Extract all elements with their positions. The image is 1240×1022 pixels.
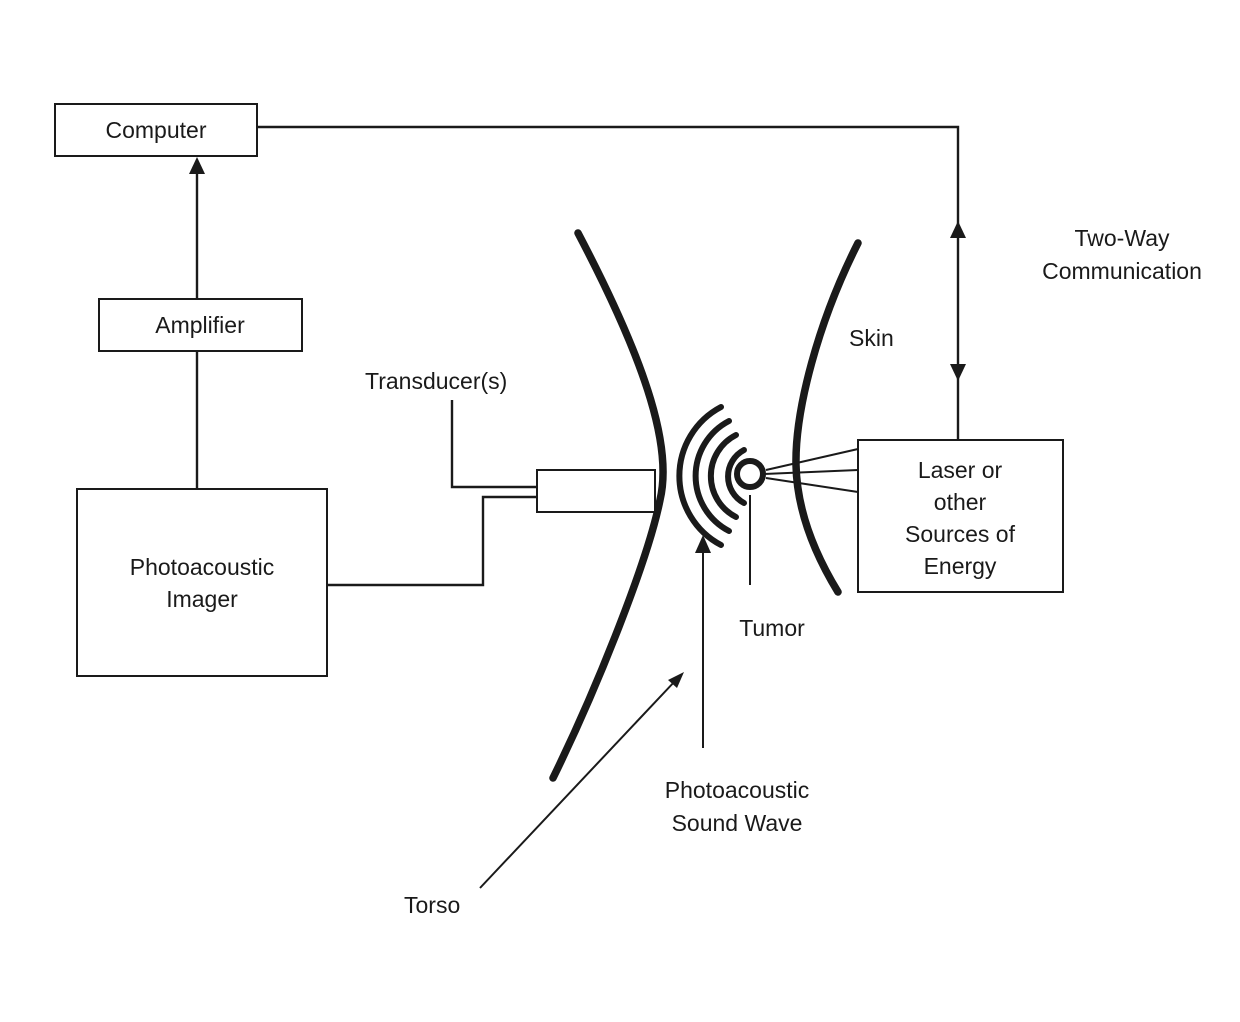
computer-label: Computer <box>106 117 207 143</box>
sound-wave-arrowhead <box>695 535 711 553</box>
laser-beam-2 <box>763 469 859 475</box>
laser-source-box <box>857 439 1064 593</box>
two-way-label-line2: Communication <box>1042 258 1202 284</box>
laser-label-line4: Energy <box>924 553 997 579</box>
sound-wave-label-line2: Sound Wave <box>672 810 803 836</box>
computer-laser-connector <box>257 125 960 440</box>
tumor-circle <box>734 458 766 490</box>
photoacoustic-imager-box <box>76 488 328 677</box>
two-way-down-arrowhead <box>950 364 966 381</box>
skin-label: Skin <box>849 325 894 351</box>
laser-label-line2: other <box>934 489 987 515</box>
amplifier-computer-arrowhead <box>189 157 205 174</box>
laser-beam-3 <box>765 477 859 493</box>
amplifier-box <box>98 298 303 352</box>
sound-wave-arc-2 <box>707 432 739 520</box>
two-way-up-arrowhead <box>950 221 966 238</box>
sound-wave-arc-3 <box>692 418 732 534</box>
computer-box <box>54 103 258 157</box>
transducers-label: Transducer(s) <box>365 368 507 394</box>
transducer-box <box>536 469 656 513</box>
laser-label-line3: Sources of <box>905 521 1016 547</box>
sound-wave-arc-1 <box>725 447 747 506</box>
two-way-label-line1: Two-Way <box>1075 225 1170 251</box>
sound-wave-arc-4 <box>676 404 724 548</box>
imager-label-line1: Photoacoustic <box>130 554 274 580</box>
torso-right-curve <box>792 239 862 596</box>
amplifier-label: Amplifier <box>155 312 245 338</box>
torso-label: Torso <box>404 892 460 918</box>
torso-arrow-line <box>479 679 677 889</box>
tumor-label: Tumor <box>739 615 805 641</box>
torso-arrowhead <box>668 672 684 688</box>
sound-wave-label-line1: Photoacoustic <box>665 777 809 803</box>
laser-label-line1: Laser or <box>918 457 1003 483</box>
laser-beam-1 <box>765 448 859 471</box>
imager-transducer-connector <box>327 495 537 587</box>
transducer-pointer-line <box>450 400 537 489</box>
torso-left-curve <box>549 229 667 782</box>
imager-label-line2: Imager <box>166 586 238 612</box>
